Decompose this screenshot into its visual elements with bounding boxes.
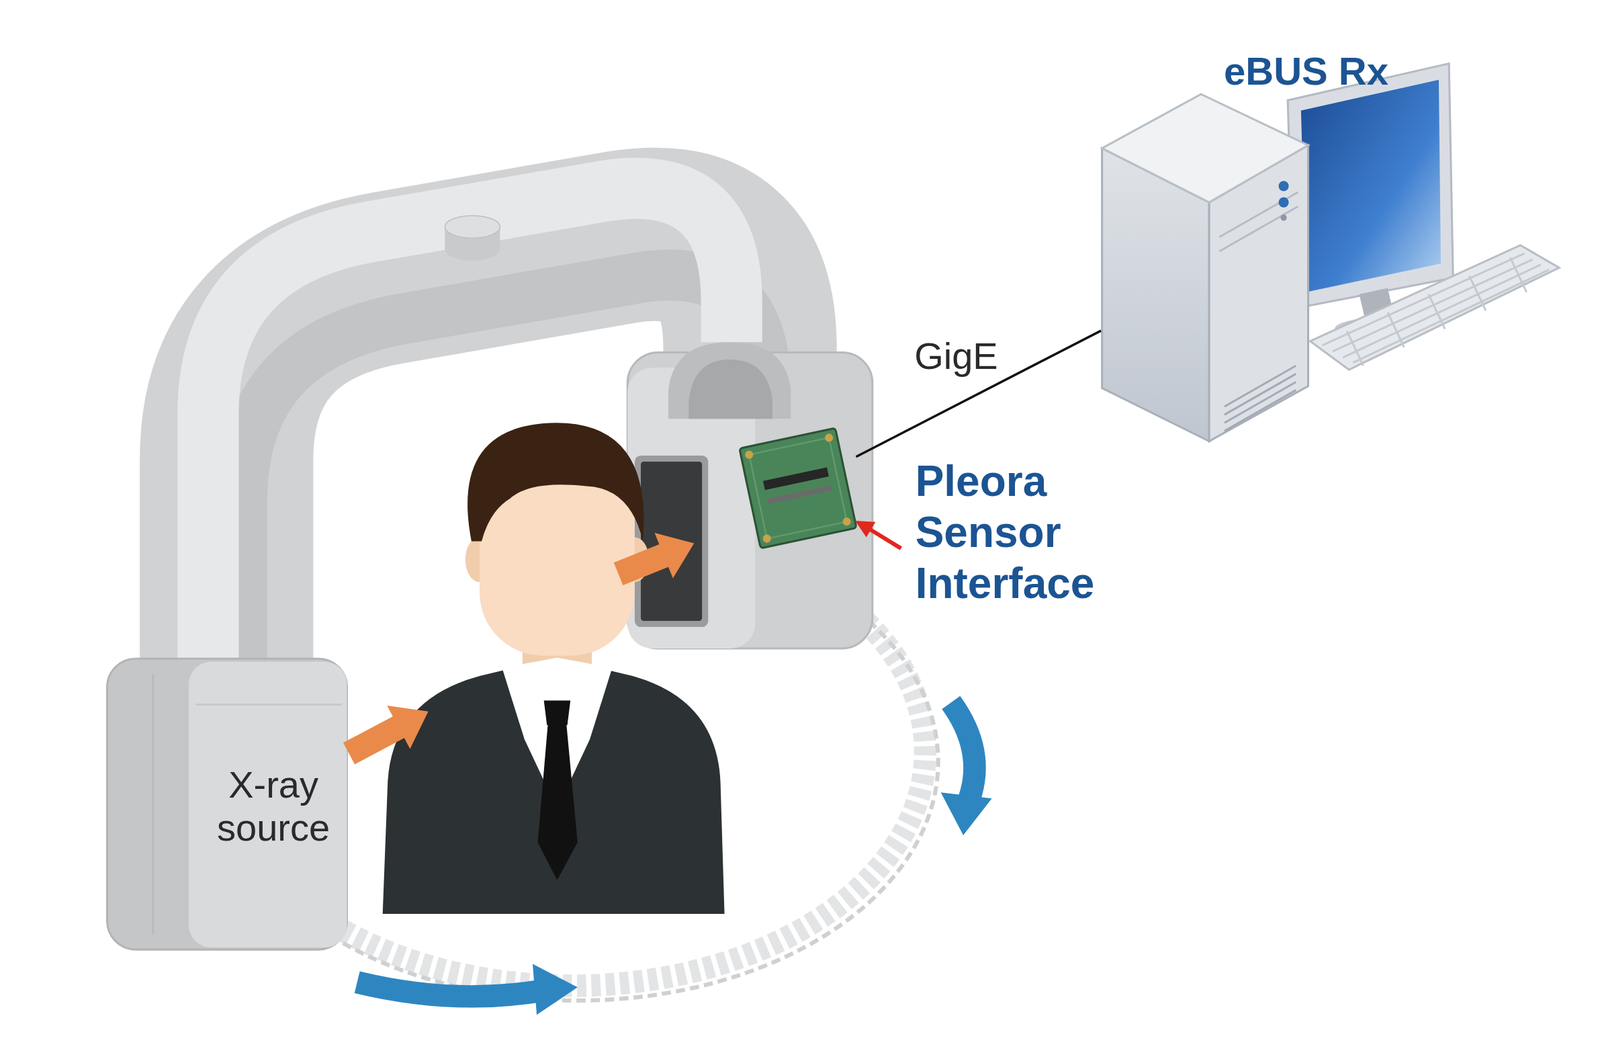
tower-top — [1102, 94, 1309, 203]
sensor-board — [739, 427, 857, 549]
computer: eBUS Rx — [1100, 92, 1310, 444]
xray-beam-arrow — [337, 689, 440, 776]
housing-body — [627, 351, 873, 649]
arch-knob-top — [444, 215, 500, 238]
source-seam — [151, 673, 154, 934]
node-label: X-ray source — [189, 763, 358, 850]
gige-cable — [856, 330, 1102, 457]
tower-button — [1278, 180, 1289, 191]
keyboard — [1310, 245, 1560, 370]
board-hole — [762, 533, 772, 543]
detector-housing — [627, 341, 873, 649]
edge-label-box: GigE — [914, 334, 999, 378]
xray-source-housing: X-ray source — [180, 754, 367, 858]
board-hole — [824, 432, 834, 442]
monitor-frame — [1287, 63, 1453, 309]
patient-tie — [538, 722, 578, 880]
rotation-arrow-head — [532, 963, 578, 1015]
board-pcb — [739, 427, 857, 549]
node-heading: Pleora Sensor Interface — [915, 455, 1131, 609]
rotation-arrow-head — [941, 791, 993, 835]
monitor-screen — [1301, 79, 1441, 293]
rotation-track — [296, 604, 926, 986]
board-connector — [763, 467, 829, 491]
board-trace — [748, 437, 847, 539]
leader-head — [855, 520, 876, 537]
rotation-track-edge — [296, 612, 939, 1001]
source-seam — [196, 703, 342, 706]
board-hole — [744, 450, 754, 460]
arch-knob-base — [444, 237, 500, 260]
tower-button — [1278, 197, 1289, 208]
edge-label: GigE — [914, 334, 999, 378]
patient-suit — [382, 657, 725, 914]
leader-arrow — [855, 520, 901, 549]
leader-line — [869, 528, 901, 549]
rotation-arrow — [951, 702, 975, 799]
computer-illustration — [1102, 63, 1560, 442]
xray-beam-arrow — [609, 520, 704, 597]
patient-hair — [467, 422, 644, 541]
keyboard-keys — [1322, 253, 1549, 366]
sensor-interface-board: Pleora Sensor Interface — [740, 429, 857, 548]
node-heading: eBUS Rx — [1191, 48, 1420, 95]
tower-drive-bay — [1219, 192, 1298, 252]
housing-opening-inner — [688, 359, 773, 419]
tower-vent — [1224, 365, 1296, 431]
board-connector-pins — [767, 484, 833, 504]
housing-opening — [668, 341, 791, 419]
patient-tie-knot — [544, 699, 571, 725]
tower-led — [1280, 214, 1287, 221]
patient-figure — [382, 422, 725, 914]
board-hole — [841, 516, 852, 526]
rotation-arrow — [357, 982, 543, 997]
